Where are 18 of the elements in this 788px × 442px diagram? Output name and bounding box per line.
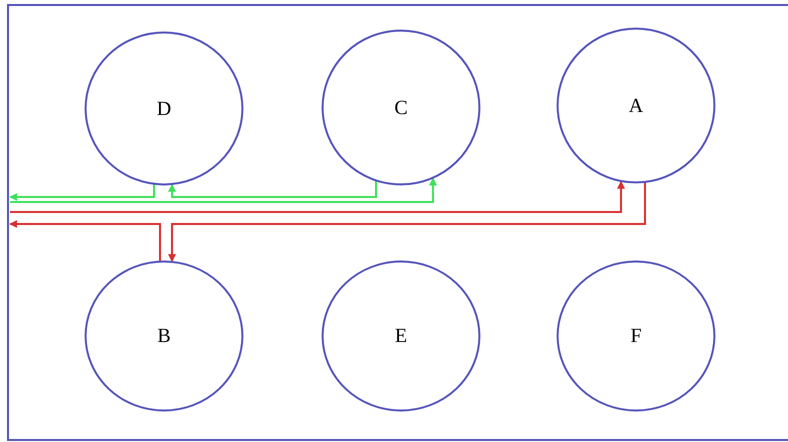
node-label: F [630, 324, 642, 349]
arrow [10, 180, 625, 213]
node-label: D [156, 96, 172, 122]
circle-node [84, 260, 244, 412]
node-label: E [394, 324, 408, 349]
arrow [9, 220, 161, 262]
node-label: C [394, 96, 408, 120]
arrow [9, 184, 155, 201]
circle-node [84, 31, 244, 186]
node-label: B [157, 324, 171, 349]
arrow [10, 178, 437, 203]
arrow [168, 182, 646, 262]
arrow [168, 181, 377, 198]
circle-node [321, 260, 481, 412]
circle-node [321, 29, 481, 186]
node-label: A [628, 94, 644, 118]
circle-node [556, 27, 716, 184]
circle-node [556, 260, 716, 412]
